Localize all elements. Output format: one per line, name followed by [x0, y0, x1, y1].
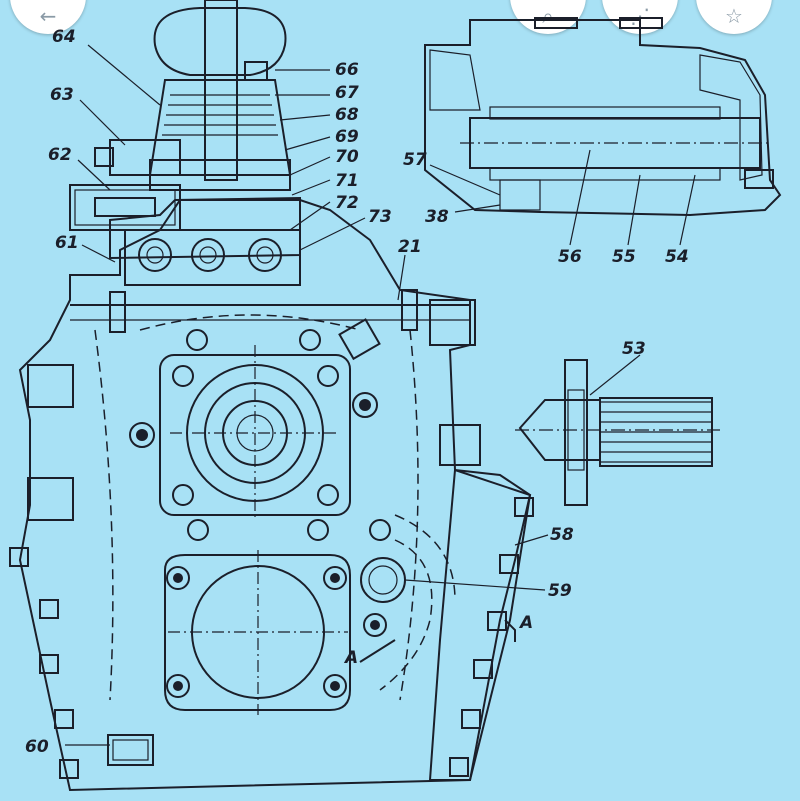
- callout-62: 62: [48, 145, 72, 165]
- bookmark-icon: ☆: [725, 4, 743, 28]
- section-mark-a: A: [343, 639, 396, 668]
- callout-57: 57: [403, 150, 427, 170]
- callout-59: 59: [548, 581, 572, 601]
- shift-lever-assembly: [148, 0, 292, 191]
- leader-lines: [65, 44, 696, 746]
- lens-icon: ⌕: [542, 4, 554, 28]
- back-icon: ←: [39, 4, 57, 28]
- callout-56: 56: [558, 247, 582, 267]
- section-view-a: [424, 17, 782, 217]
- side-cover: [379, 468, 532, 781]
- callout-60: 60: [25, 737, 49, 757]
- output-flange-upper: [129, 329, 378, 520]
- view-arrow-a-label: A: [518, 613, 533, 633]
- share-icon: ⋰: [630, 4, 650, 28]
- detail-view-shaft: [515, 359, 720, 506]
- detent-block: [69, 139, 181, 231]
- callout-70: 70: [335, 147, 359, 167]
- callout-labels: 64 63 62 61 66 67 68 69 70 71 72 73 21 5…: [25, 27, 689, 757]
- callout-21: 21: [398, 237, 422, 257]
- section-mark-a-label: A: [343, 648, 358, 668]
- callout-71: 71: [335, 171, 359, 191]
- callout-69: 69: [335, 127, 359, 147]
- callout-38: 38: [425, 207, 449, 227]
- callout-67: 67: [335, 83, 359, 103]
- callout-73: 73: [368, 207, 392, 227]
- callout-58: 58: [550, 525, 574, 545]
- callout-63: 63: [50, 85, 74, 105]
- callout-68: 68: [335, 105, 359, 125]
- main-housing: [18, 196, 532, 792]
- callout-64: 64: [52, 27, 76, 47]
- callout-72: 72: [335, 193, 359, 213]
- cover-bolts: [9, 289, 534, 779]
- callout-54: 54: [665, 247, 689, 267]
- callout-61: 61: [55, 233, 79, 253]
- callout-66: 66: [335, 60, 359, 80]
- view-arrow-a: A: [504, 613, 533, 642]
- callout-53: 53: [622, 339, 646, 359]
- selector-rails: [124, 229, 301, 286]
- callout-55: 55: [612, 247, 636, 267]
- filler-plug: [360, 519, 406, 637]
- output-flange-lower: [164, 519, 351, 715]
